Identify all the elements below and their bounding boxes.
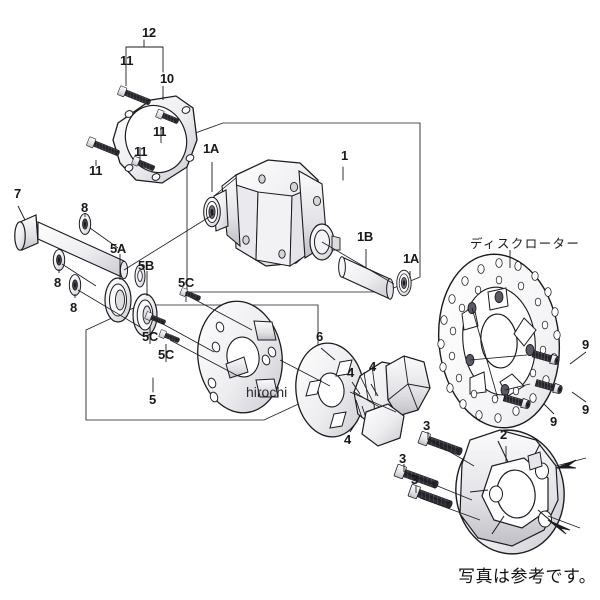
- callout-leader-lines-carrier: [119, 254, 187, 362]
- hirochi-watermark: hirochi: [246, 384, 288, 400]
- callout-4b: 4: [369, 359, 376, 374]
- callout-3c: 3: [411, 472, 418, 487]
- callout-5A: 5A: [110, 241, 127, 256]
- part-5B-bearing: [132, 293, 158, 337]
- callout-leader-lines-bolt3: [403, 432, 429, 493]
- callout-12: 12: [142, 25, 156, 40]
- callout-10: 10: [160, 71, 174, 86]
- part-7-axle: [14, 214, 129, 280]
- disc-rotor-caption: ディスクローター: [470, 236, 581, 251]
- part-4-damper-cluster: [353, 355, 431, 447]
- part-5A-bearing: [104, 277, 132, 323]
- callout-11a: 11: [120, 53, 134, 68]
- callout-4a: 4: [347, 365, 354, 380]
- callout-1A-left: 1A: [203, 141, 220, 156]
- part-1B-spacer-collar: [338, 256, 394, 300]
- callout-leader-lines-bolt9: [543, 351, 587, 415]
- part-3-bolt-lower: [407, 483, 455, 512]
- part-10-retainer-plate: [112, 95, 198, 184]
- callout-4c: 4: [344, 432, 351, 447]
- callout-5C2: 5C: [142, 329, 159, 344]
- disc-rotor: [437, 253, 561, 429]
- callout-1B: 1B: [357, 229, 374, 244]
- callout-5: 5: [149, 392, 156, 407]
- part-8-collar-b: [52, 249, 66, 271]
- part-6-retainer-plate: [295, 342, 365, 438]
- callout-8b: 8: [54, 275, 61, 290]
- callout-2: 2: [500, 427, 507, 442]
- callout-1A-right: 1A: [403, 251, 420, 266]
- callout-11b: 11: [153, 124, 167, 139]
- callout-leader-lines-top: [95, 72, 164, 166]
- part-1-hub-assembly: [213, 159, 341, 267]
- callout-leader-lines-damper: [320, 347, 379, 433]
- callout-3b: 3: [399, 451, 406, 466]
- footer-reference-note: 写真は参考です。: [458, 567, 597, 587]
- part-3-bolt-upper: [417, 430, 465, 459]
- part-1A-bearing-left: [203, 196, 221, 228]
- part-2-drum-hub: [455, 429, 587, 555]
- part-9-assembly-lines: [469, 307, 531, 400]
- callout-5C1: 5C: [178, 275, 195, 290]
- callout-11d: 11: [89, 163, 103, 178]
- part-11-bolt-free-upper: [116, 85, 153, 108]
- part-5-carrier-plate: [197, 300, 283, 414]
- callout-9a: 9: [582, 337, 589, 352]
- part-8-collar-c: [68, 274, 82, 296]
- callout-5C3: 5C: [158, 347, 175, 362]
- callout-5B: 5B: [138, 258, 155, 273]
- callout-8c: 8: [70, 300, 77, 315]
- callout-3a: 3: [423, 418, 430, 433]
- part-8-washer-inline: [134, 264, 146, 288]
- callout-9c: 9: [550, 414, 557, 429]
- callout-9b: 9: [582, 402, 589, 417]
- assembly-axis-lines: [61, 177, 481, 521]
- callout-leader-lines-hub: [211, 162, 411, 278]
- callout-leader-lines-axle: [17, 205, 86, 298]
- callout-6: 6: [316, 329, 323, 344]
- part-1A-bearing-right: [396, 269, 412, 297]
- callout-11c: 11: [134, 144, 148, 159]
- callout-7: 7: [14, 186, 21, 201]
- callout-8a: 8: [81, 200, 88, 215]
- callout-1: 1: [341, 148, 348, 163]
